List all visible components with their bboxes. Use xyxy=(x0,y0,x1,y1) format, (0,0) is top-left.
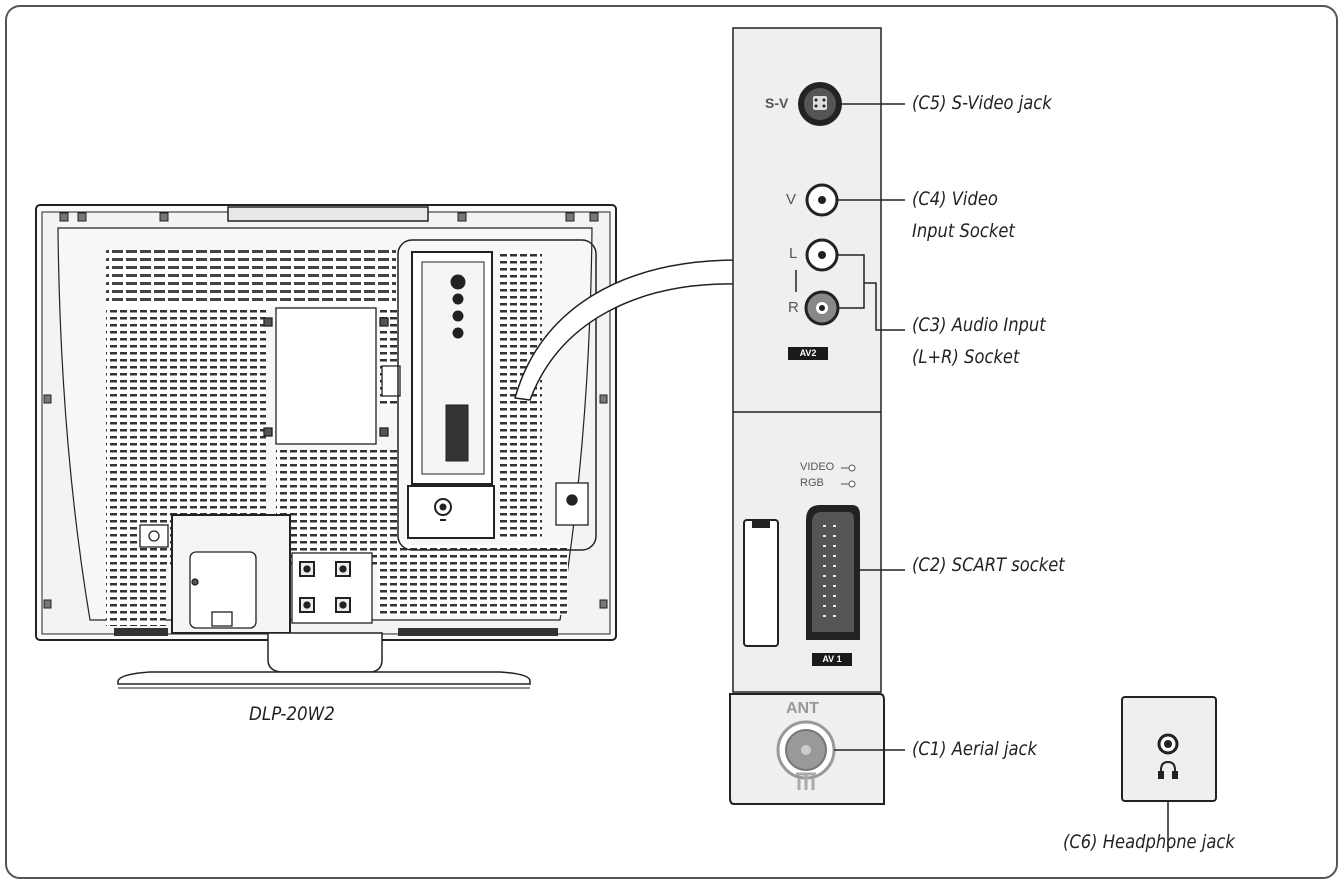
video-input-label: VIDEO xyxy=(800,461,835,473)
s-video-jack-icon xyxy=(798,82,842,126)
video-label: V xyxy=(786,191,797,208)
headphone-icon xyxy=(1158,760,1178,779)
s-video-label: S-V xyxy=(765,95,789,111)
ant-label: ANT xyxy=(786,700,819,717)
audio-l-label: L xyxy=(789,245,798,262)
video-jack-icon xyxy=(805,183,839,217)
scart-socket-icon xyxy=(806,505,860,640)
av1-badge: AV 1 xyxy=(812,653,852,666)
model-caption: DLP-20W2 xyxy=(249,703,335,725)
callout-c3-line1: (C3) Audio Input xyxy=(912,314,1046,336)
audio-r-jack-icon xyxy=(804,290,840,326)
callout-c4-line2: Input Socket xyxy=(912,220,1015,242)
callout-c3-line2: (L+R) Socket xyxy=(912,346,1020,368)
tv-rear-details xyxy=(117,307,589,689)
panel-slot xyxy=(743,519,779,647)
callout-c5: (C5) S-Video jack xyxy=(912,92,1052,114)
input-arrow-icon xyxy=(841,464,856,488)
callout-c1: (C1) Aerial jack xyxy=(912,738,1037,760)
headphone-jack-icon xyxy=(1157,733,1179,755)
audio-r-label: R xyxy=(788,299,799,316)
callout-c2: (C2) SCART socket xyxy=(912,554,1065,576)
rgb-input-label: RGB xyxy=(800,477,824,489)
callout-c6: (C6) Headphone jack xyxy=(1063,831,1235,853)
audio-l-jack-icon xyxy=(805,238,839,272)
tv-connector-highlight xyxy=(397,239,597,551)
aerial-jack-icon xyxy=(776,720,836,790)
leader-lines xyxy=(834,103,1169,852)
av2-badge: AV2 xyxy=(788,347,828,360)
panel-slot-tab xyxy=(752,520,770,528)
callout-c4-line1: (C4) Video xyxy=(912,188,998,210)
